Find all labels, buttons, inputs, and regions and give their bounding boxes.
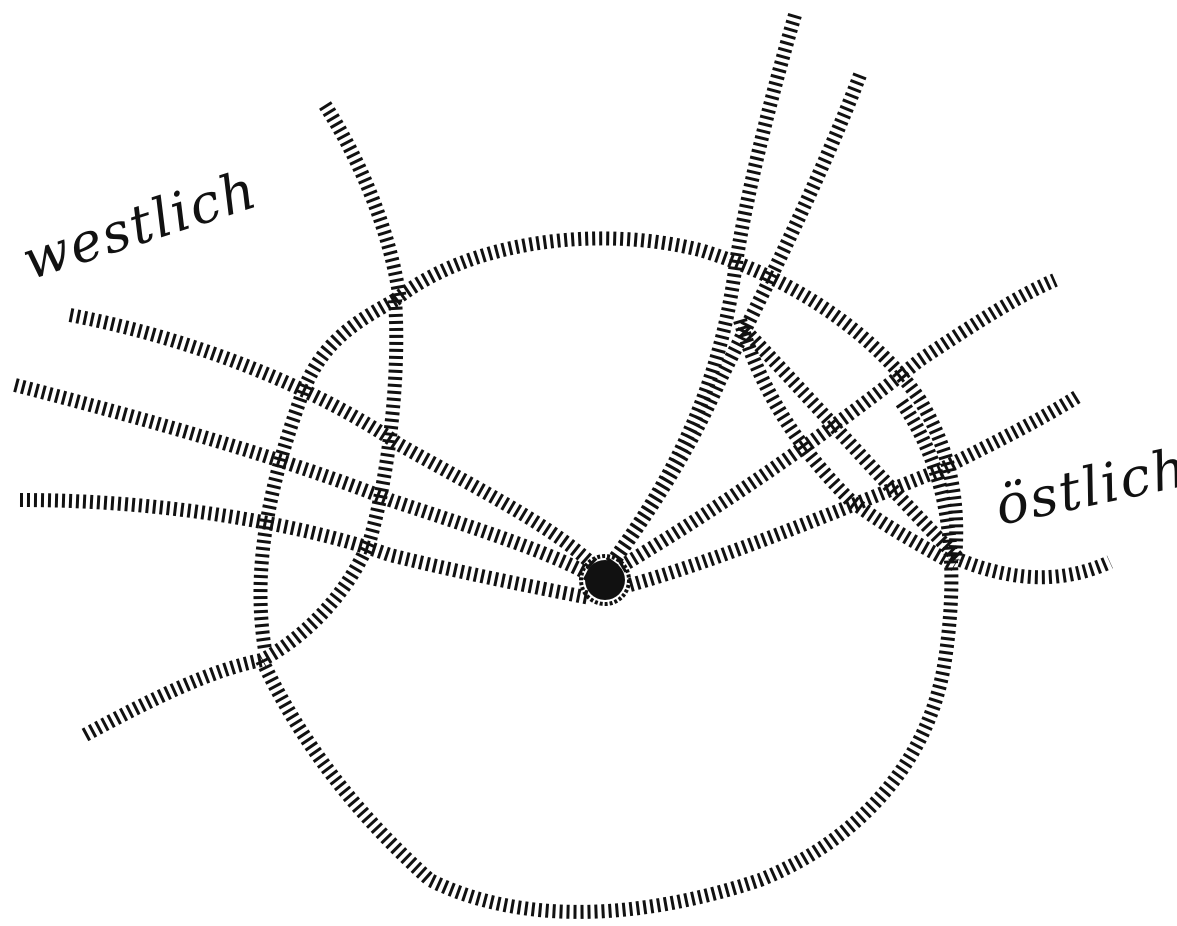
label-east: östlich (990, 435, 1177, 537)
center-hub (585, 560, 625, 600)
large-circle (262, 400, 951, 912)
west-lower-line (85, 660, 262, 735)
west-meridian-line (325, 105, 400, 300)
east-ray-1 (615, 280, 1055, 570)
west-loop (260, 300, 396, 660)
west-ray-3 (20, 500, 590, 598)
west-ray-2 (15, 385, 598, 580)
label-west: westlich (15, 157, 266, 292)
east-arc (740, 320, 955, 565)
